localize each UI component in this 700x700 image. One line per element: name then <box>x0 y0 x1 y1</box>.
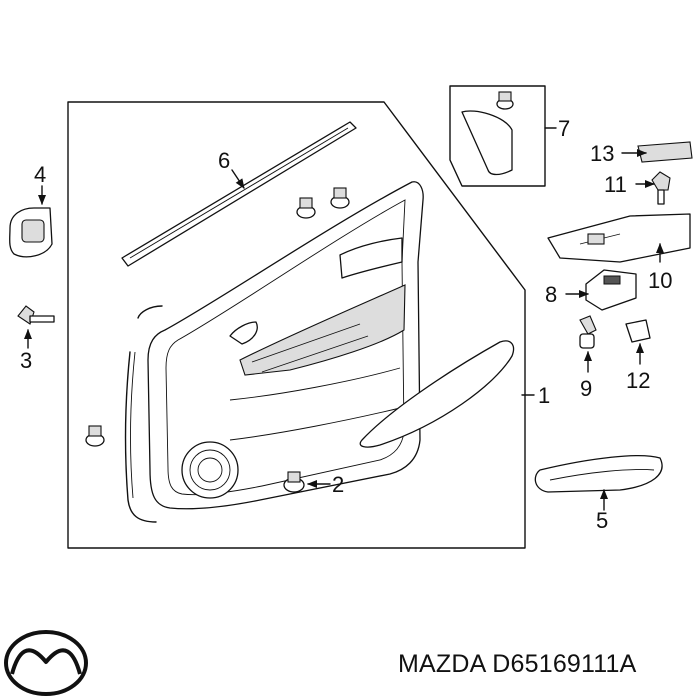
clip-part-9 <box>579 315 597 349</box>
screw-part <box>17 305 55 325</box>
clip-part-left <box>85 425 105 447</box>
inside-handle-part <box>9 207 53 258</box>
callout-3: 3 <box>20 348 32 373</box>
armrest-pad-part <box>534 455 663 493</box>
callout-2: 2 <box>332 472 344 497</box>
belt-molding-part <box>121 121 357 267</box>
main-frame-outline <box>67 101 526 549</box>
clip-part-2 <box>283 471 305 493</box>
callout-5: 5 <box>596 508 608 533</box>
callout-9: 9 <box>580 376 592 401</box>
callout-12: 12 <box>626 368 650 393</box>
door-trim-panel-part <box>147 181 424 510</box>
screw-part-11 <box>651 171 671 205</box>
mazda-logo-icon <box>4 630 88 696</box>
brand-part-label: MAZDA D65169111A <box>398 650 637 678</box>
bracket-part <box>461 91 514 176</box>
trim-insert-part <box>359 340 515 448</box>
callout-1: 1 <box>538 383 550 408</box>
callout-4: 4 <box>34 162 46 187</box>
callout-7: 7 <box>558 116 570 141</box>
callout-11: 11 <box>604 172 627 197</box>
callout-8: 8 <box>545 282 557 307</box>
window-switch-part <box>585 269 637 311</box>
part-7-box <box>449 85 546 187</box>
leader-lines <box>24 127 664 511</box>
callout-10: 10 <box>648 268 672 293</box>
weatherstrip-part <box>124 351 157 523</box>
clip-part <box>296 187 350 219</box>
callout-6: 6 <box>218 148 230 173</box>
callout-13: 13 <box>590 141 614 166</box>
trim-piece-part <box>137 305 163 319</box>
switch-panel-part <box>547 213 691 263</box>
nut-part <box>625 319 651 343</box>
pad-part <box>637 141 693 163</box>
